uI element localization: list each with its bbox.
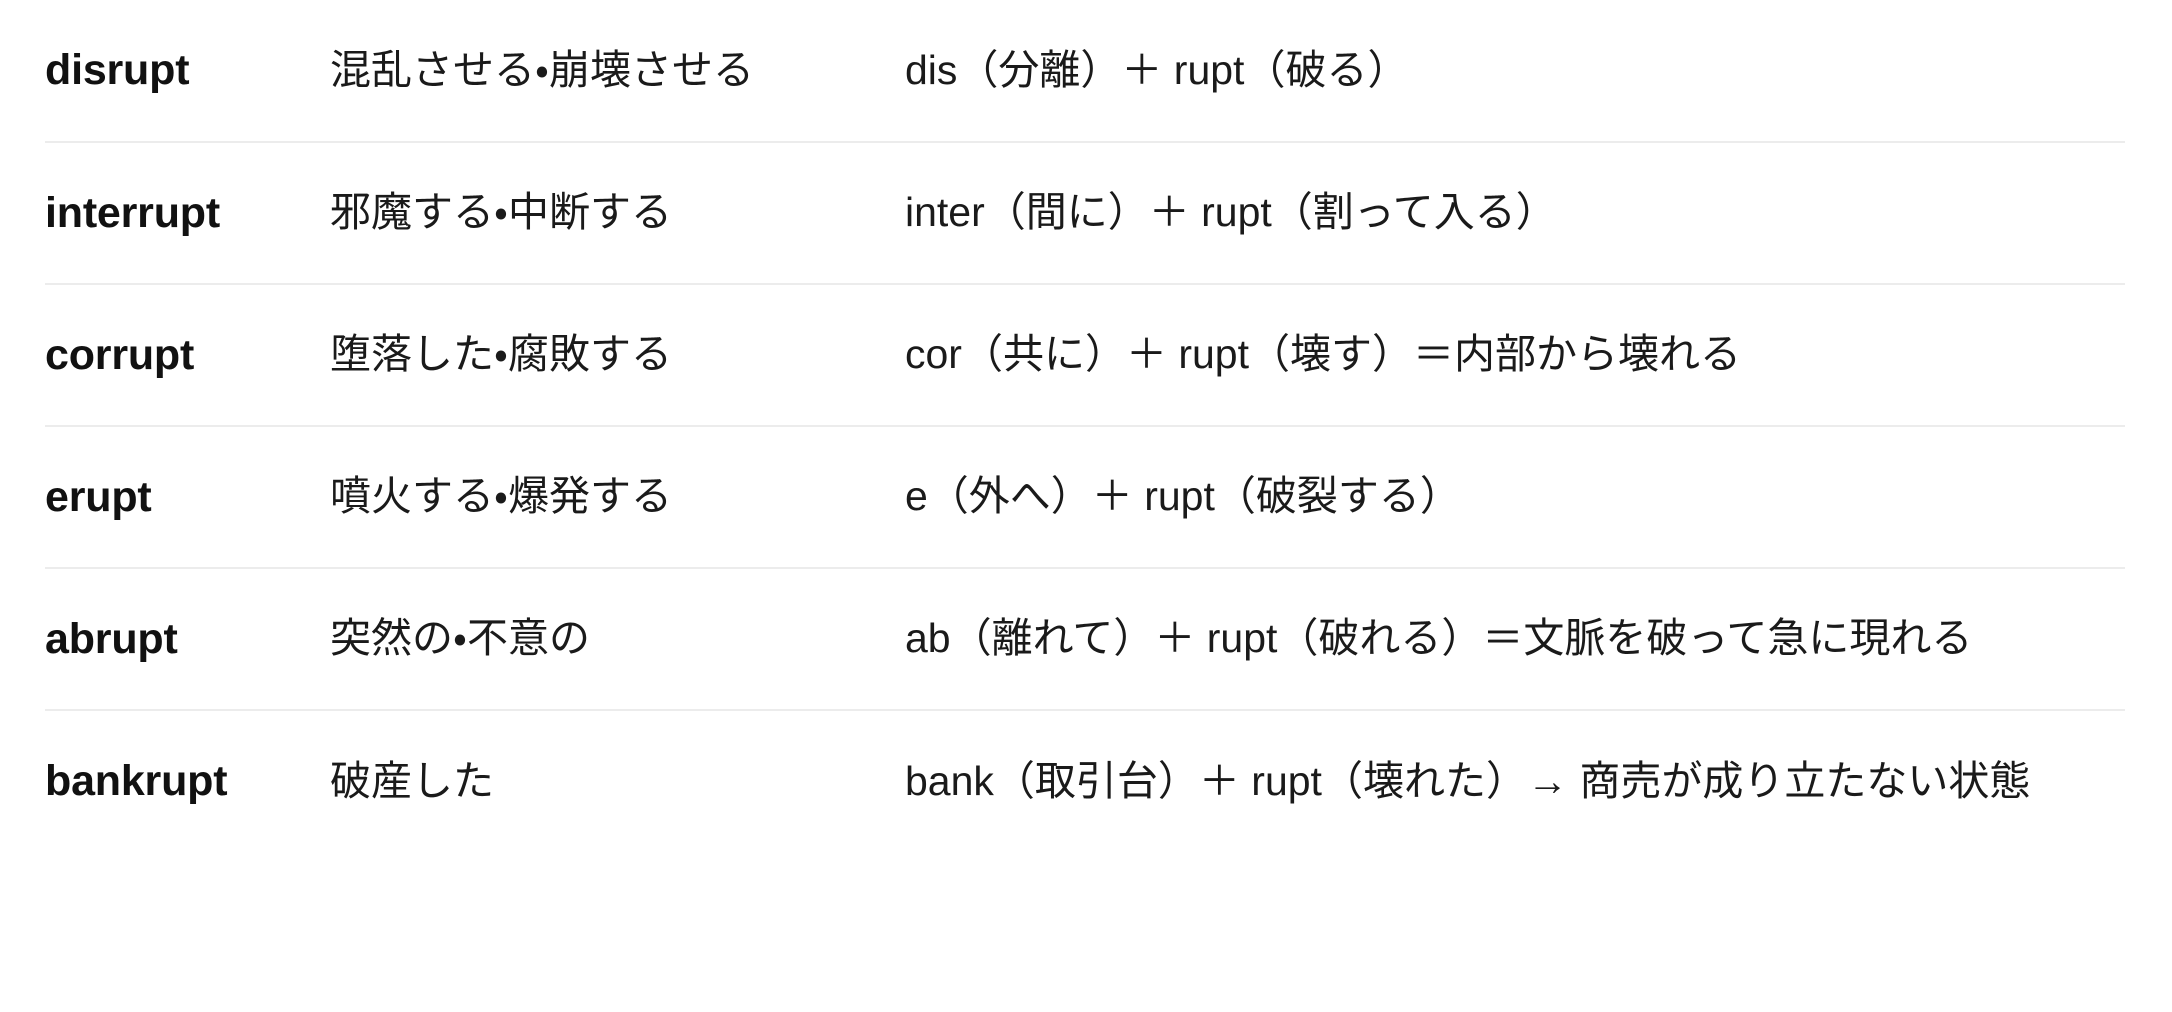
meaning-cell: 破産した [330, 757, 494, 804]
etymology-cell: cor（共に）＋ rupt（壊す）＝内部から壊れる [905, 284, 2125, 427]
meaning-cell: 噴火する・爆発する [330, 426, 905, 569]
vocabulary-table: disrupt 混乱させる・崩壊させる dis（分離）＋ rupt（破る） in… [45, 0, 2125, 852]
meaning-cell: 邪魔する・中断する [330, 142, 905, 285]
meaning-cell: 堕落した・腐敗する [330, 284, 905, 427]
bottom-whitespace [0, 852, 2172, 1012]
word-cell: corrupt [45, 284, 330, 427]
word-cell: erupt [45, 426, 330, 569]
etymology-cell: e（外へ）＋ rupt（破裂する） [905, 426, 2125, 569]
table-row: interrupt 邪魔する・中断する inter（間に）＋ rupt（割って入… [45, 142, 2125, 285]
word-cell: interrupt [45, 142, 330, 285]
etymology-cell: bank（取引台）＋ rupt（壊れた）→ 商売が成り立たない状態 [905, 757, 2031, 804]
table-row: corrupt 堕落した・腐敗する cor（共に）＋ rupt（壊す）＝内部から… [45, 284, 2125, 427]
table-row: bankrupt 破産した bank（取引台）＋ rupt（壊れた）→ 商売が成… [45, 710, 2125, 852]
meaning-cell: 突然の・不意の [330, 568, 905, 711]
etymology-cell: dis（分離）＋ rupt（破る） [905, 0, 2125, 143]
table-row: abrupt 突然の・不意の ab（離れて）＋ rupt（破れる）＝文脈を破って… [45, 568, 2125, 711]
word-cell: abrupt [45, 568, 330, 711]
etymology-cell: ab（離れて）＋ rupt（破れる）＝文脈を破って急に現れる [905, 568, 2125, 711]
table-row: disrupt 混乱させる・崩壊させる dis（分離）＋ rupt（破る） [45, 0, 2125, 143]
etymology-cell: inter（間に）＋ rupt（割って入る） [905, 142, 2125, 285]
table-body: disrupt 混乱させる・崩壊させる dis（分離）＋ rupt（破る） in… [45, 0, 2125, 852]
table-row: erupt 噴火する・爆発する e（外へ）＋ rupt（破裂する） [45, 426, 2125, 569]
word-cell: bankrupt [45, 757, 228, 806]
meaning-cell: 混乱させる・崩壊させる [330, 0, 905, 143]
word-cell: disrupt [45, 0, 330, 143]
